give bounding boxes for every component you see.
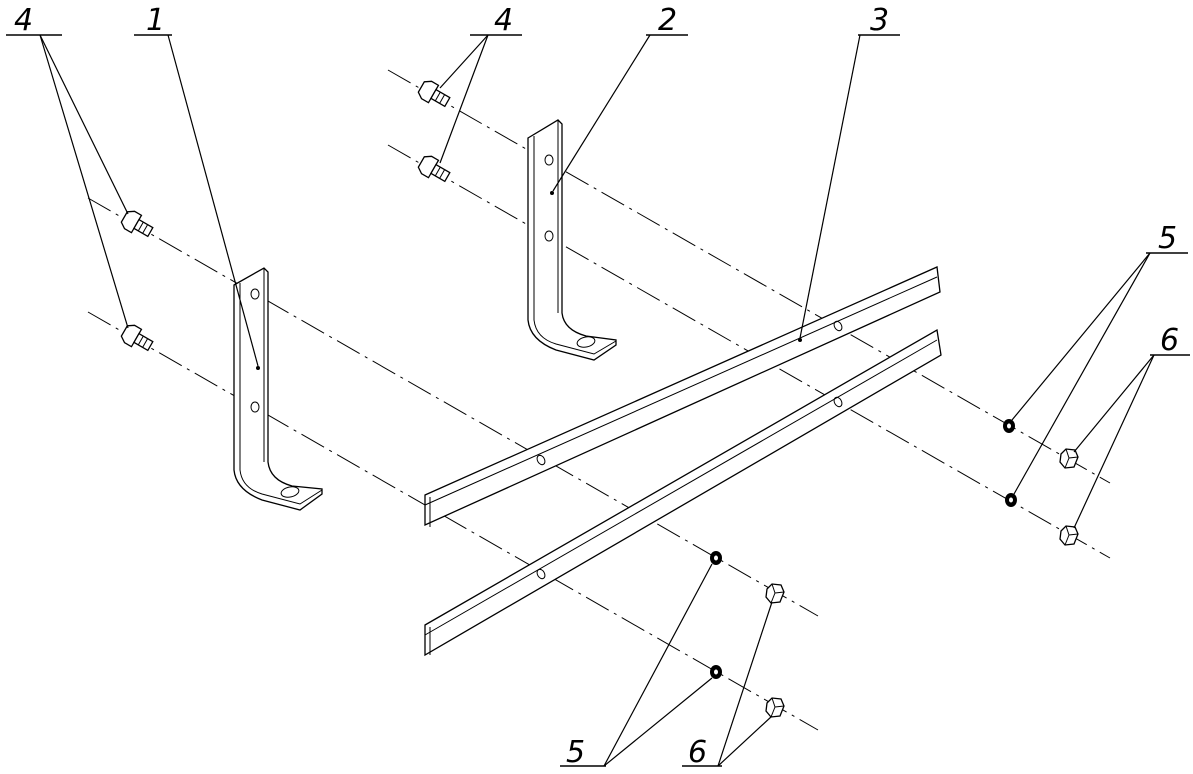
- nut-bottom-2: [765, 697, 785, 718]
- label-washers-right: 5: [1158, 221, 1177, 256]
- callout-nuts-bottom: 6: [682, 601, 773, 770]
- label-bracket-left: 1: [146, 3, 165, 38]
- label-bracket-right: 2: [658, 3, 677, 38]
- bracket-left: [233, 267, 323, 511]
- nut-right-1: [1059, 448, 1079, 469]
- callout-strips: 3: [798, 3, 900, 342]
- strip-lower: [424, 328, 942, 657]
- callout-nuts-right: 6: [1073, 323, 1190, 529]
- callout-bracket-left: 1: [134, 3, 259, 367]
- callout-bracket-right: 2: [552, 3, 688, 192]
- bolt-left-1: [120, 210, 154, 238]
- bolt-left-2: [120, 324, 154, 352]
- washer-right-1: [1003, 419, 1015, 433]
- label-strips: 3: [870, 3, 889, 38]
- label-washers-bottom: 5: [566, 735, 585, 770]
- label-nuts-bottom: 6: [688, 735, 707, 770]
- washer-bottom-1: [710, 551, 722, 565]
- label-bolts-left: 4: [14, 3, 33, 38]
- callout-bolts-top: 4: [439, 3, 522, 164]
- washer-right-2: [1005, 493, 1017, 507]
- bolt-top-1: [417, 80, 451, 108]
- strip-upper: [424, 266, 941, 527]
- bolt-top-2: [417, 155, 451, 183]
- callout-washers-bottom: 5: [560, 563, 713, 770]
- bracket-right: [527, 119, 617, 361]
- callout-washers-right: 5: [1011, 221, 1188, 495]
- label-bolts-top: 4: [494, 3, 513, 38]
- label-nuts-right: 6: [1160, 323, 1179, 358]
- callout-bolts-left: 4: [6, 3, 129, 329]
- nut-bottom-1: [765, 583, 785, 604]
- nut-right-2: [1059, 525, 1079, 546]
- washer-bottom-2: [710, 665, 722, 679]
